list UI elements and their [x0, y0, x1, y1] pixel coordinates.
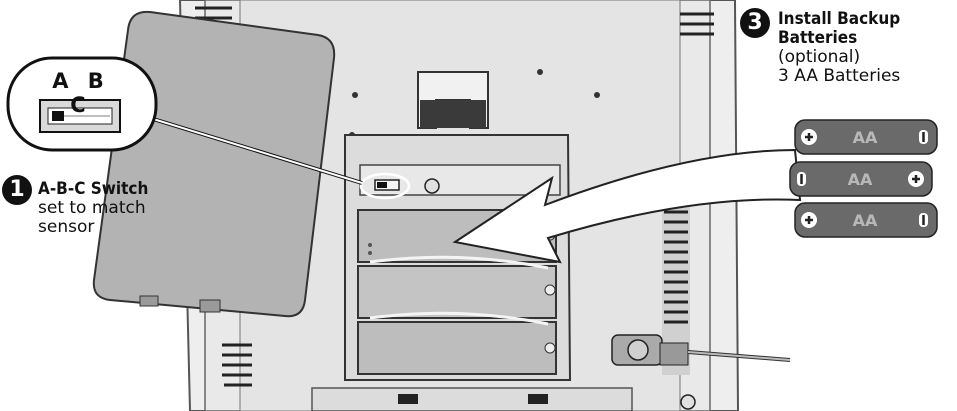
battery-label-2: AA [848, 170, 873, 189]
step-3-line-3: (optional) [778, 48, 900, 67]
aa-battery: AA [795, 203, 937, 237]
step-1-line-3: sensor [38, 218, 148, 237]
step-3-title-line-1: Install Backup [778, 10, 900, 29]
stand-hook [418, 72, 488, 128]
step-3-number: 3 [740, 8, 770, 38]
aa-battery: AA [790, 162, 932, 196]
step-3-line-4: 3 AA Batteries [778, 67, 900, 86]
step-1-title: A-B-C Switch [38, 180, 148, 199]
abc-switch-on-device [375, 180, 399, 190]
step-1-number: 1 [2, 175, 32, 205]
reset-button [425, 179, 439, 193]
step-1-line-2: set to match [38, 199, 148, 218]
abc-switch-letters: A B C [38, 69, 124, 117]
aa-battery: AA [795, 120, 937, 154]
battery-label-3: AA [853, 211, 878, 230]
step-3-callout: Install Backup Batteries (optional) 3 AA… [778, 10, 900, 86]
battery-label-1: AA [853, 128, 878, 147]
step-1-callout: A-B-C Switch set to match sensor [38, 180, 148, 237]
step-3-title-line-2: Batteries [778, 29, 900, 48]
